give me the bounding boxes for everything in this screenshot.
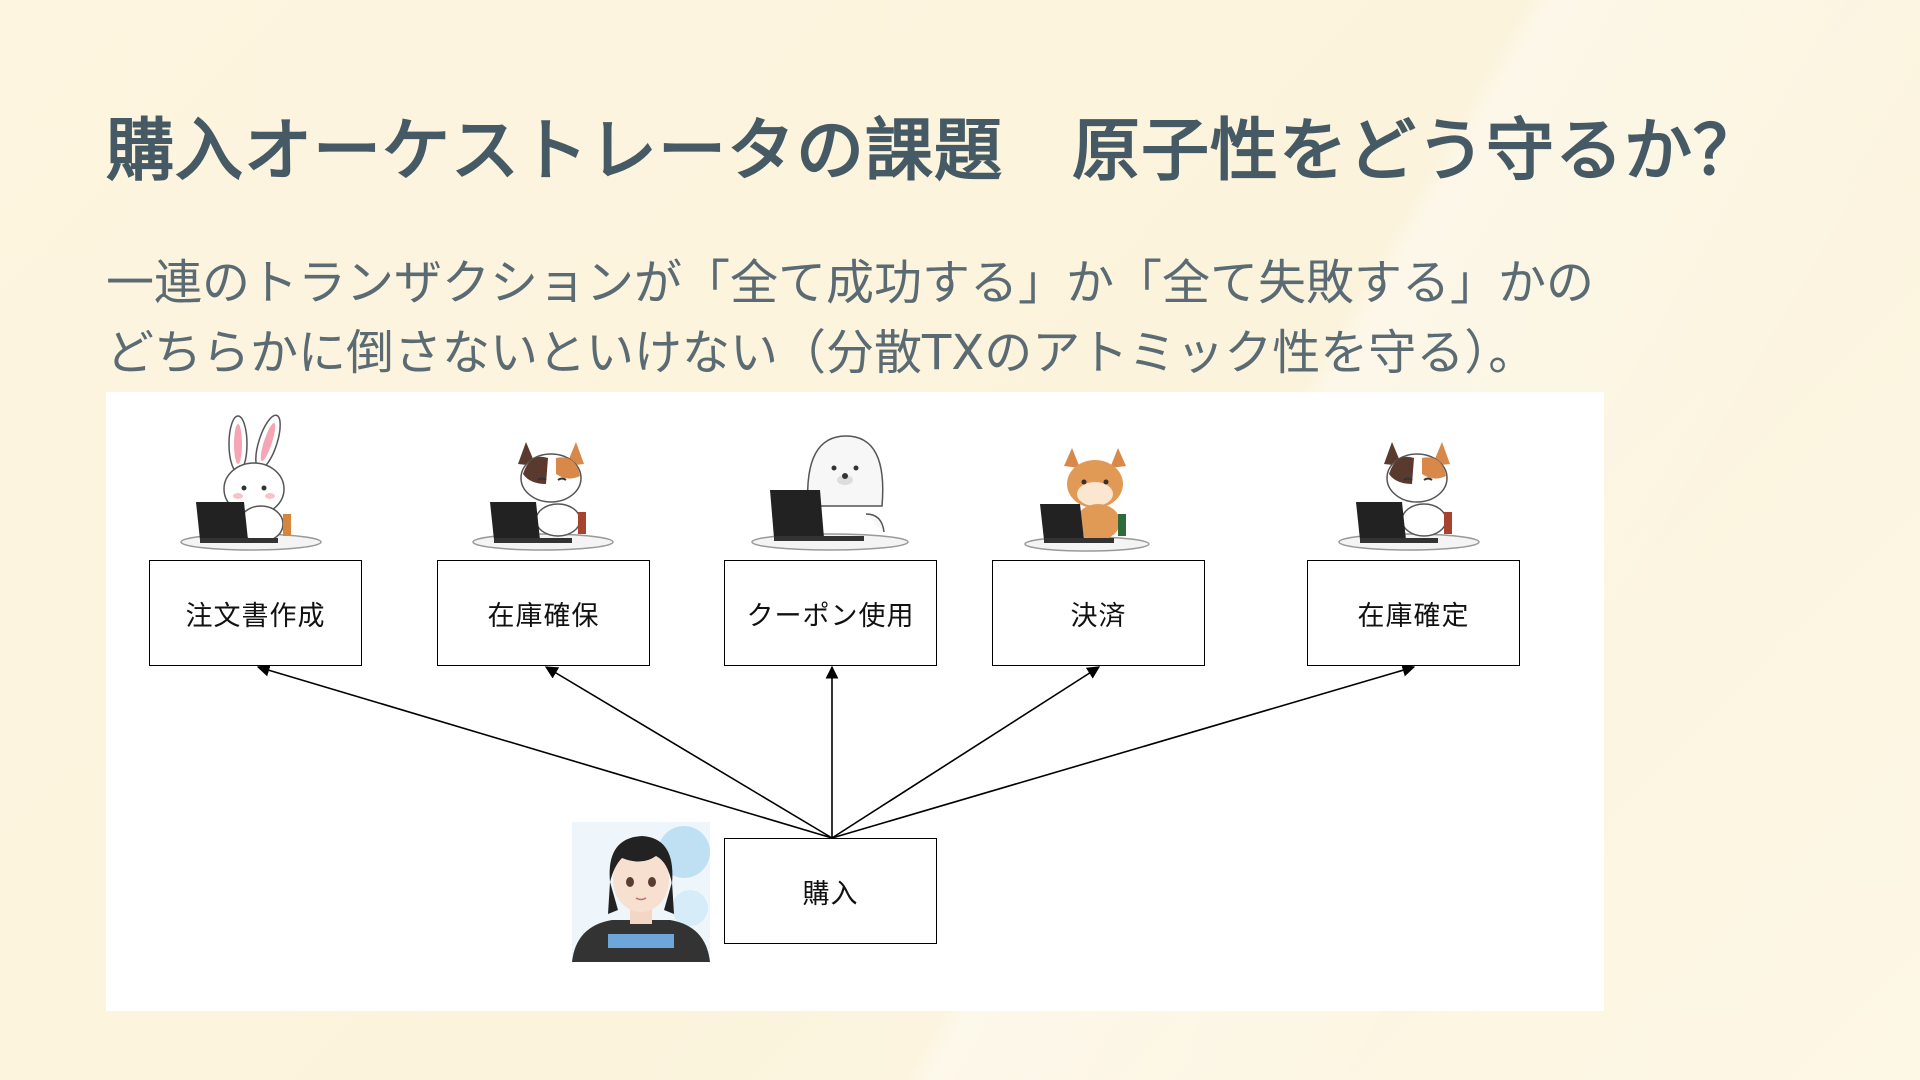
calico-cat-at-laptop-icon-2 (1338, 442, 1480, 551)
node-reserve-stock: 在庫確保 (437, 560, 650, 666)
arrow-to-payment (831, 666, 1101, 839)
description-line-2: どちらかに倒さないといけない（分散TXのアトミック性を守る）。 (106, 325, 1537, 381)
arrow-to-order (256, 664, 833, 839)
rabbit-at-laptop-icon (180, 414, 322, 551)
orchestration-diagram: 注文書作成 在庫確保 クーポン使用 決済 在庫確定 購入 (106, 392, 1604, 1011)
arrow-to-reserve (544, 666, 833, 839)
slide-title: 購入オーケストレータの課題 原子性をどう守るか？ (106, 112, 1763, 191)
node-coupon: クーポン使用 (724, 560, 937, 666)
arrows-layer (256, 664, 1416, 839)
node-order: 注文書作成 (149, 560, 362, 666)
node-confirm-stock: 在庫確定 (1307, 560, 1520, 666)
arrow-to-confirm (831, 664, 1416, 839)
description-line-1: 一連のトランザクションが「全て成功する」か「全て失敗する」かの (106, 255, 1595, 311)
calico-cat-at-laptop-icon (472, 442, 614, 551)
person-avatar-icon (572, 822, 710, 962)
slide-description: 一連のトランザクションが「全て成功する」か「全て失敗する」かの どちらかに倒さな… (106, 248, 1826, 388)
node-payment: 決済 (992, 560, 1205, 666)
seal-at-laptop-icon (751, 435, 909, 551)
shiba-dog-at-laptop-icon (1024, 448, 1150, 552)
node-purchase: 購入 (724, 838, 937, 944)
